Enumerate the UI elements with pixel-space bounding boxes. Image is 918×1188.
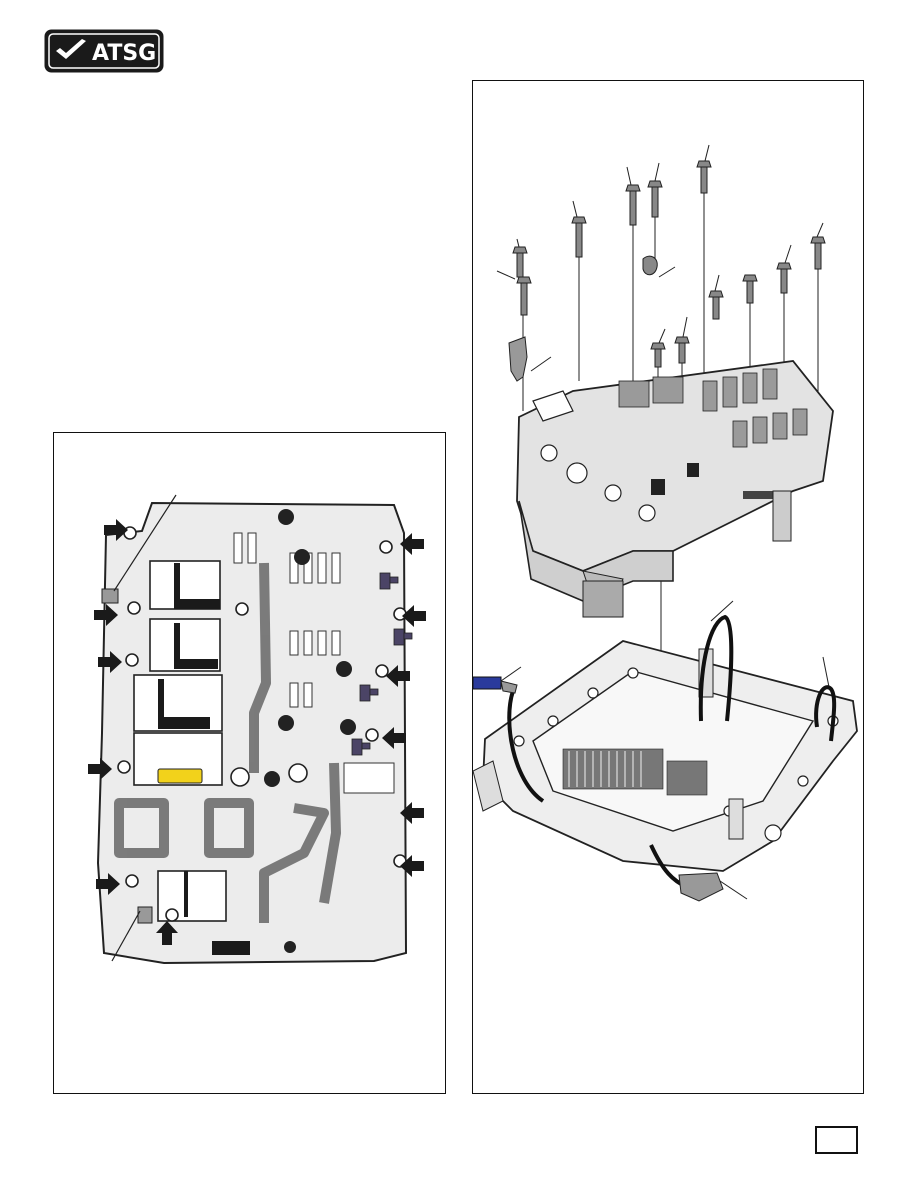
page-number-box	[815, 1126, 858, 1154]
atsg-logo: ATSG	[44, 29, 164, 73]
yellow-solenoid	[157, 768, 203, 784]
valve-body-bottom-figure	[53, 432, 446, 1094]
bolt-location-arrows	[88, 519, 426, 945]
valve-body-assembly	[516, 360, 834, 618]
valve-body-bottom-drawing	[88, 494, 426, 965]
transmission-case	[473, 640, 858, 872]
logo-text: ATSG	[92, 41, 156, 66]
blue-connector	[473, 676, 502, 690]
valve-body-exploded-drawing	[473, 144, 858, 902]
checkmark-icon	[56, 39, 86, 59]
valve-body-installation-figure	[472, 80, 864, 1094]
valve-body-bolts	[512, 160, 826, 368]
